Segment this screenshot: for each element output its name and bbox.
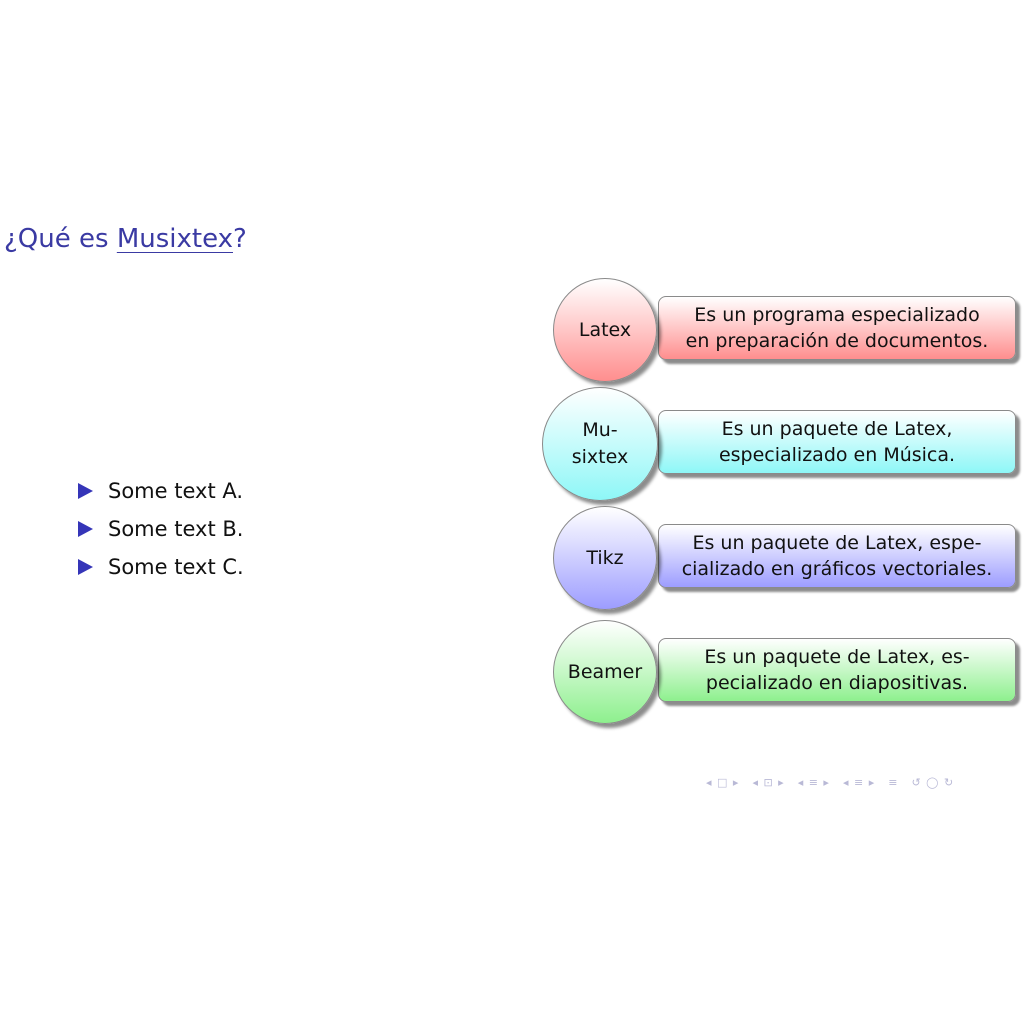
box-line: Es un programa especializado	[694, 304, 980, 326]
circle-label: sixtex	[571, 446, 629, 468]
subsection-nav-icon[interactable]: ◂ ⊡ ▸	[752, 776, 785, 789]
box-line: Es un paquete de Latex,	[721, 418, 953, 440]
box-line: Es un paquete de Latex, espe-	[692, 532, 982, 554]
box-line: en preparación de documentos.	[685, 330, 989, 352]
circle-label: Mu-	[582, 419, 618, 441]
tikz-circle: Tikz	[553, 506, 657, 610]
circle-label: Tikz	[586, 546, 624, 569]
frame-title: ¿Qué es Musixtex?	[4, 224, 247, 254]
subsection-nav-icon[interactable]: ◂ ≡ ▸	[842, 776, 876, 789]
musixtex-circle: Mu- sixtex	[542, 387, 658, 501]
latex-description-box: Es un programa especializado en preparac…	[658, 296, 1016, 360]
diagram-row-tikz: Tikz Es un paquete de Latex, espe- ciali…	[540, 504, 1020, 614]
bullet-triangle-icon	[78, 521, 93, 537]
title-suffix: ?	[233, 224, 247, 254]
box-line: pecializado en diapositivas.	[705, 672, 969, 694]
box-line: Es un paquete de Latex, es-	[704, 646, 970, 668]
beamer-circle: Beamer	[553, 620, 657, 724]
diagram-row-musixtex: Mu- sixtex Es un paquete de Latex, espec…	[540, 386, 1020, 501]
beamer-description-box: Es un paquete de Latex, es- pecializado …	[658, 638, 1016, 702]
bullet-text: Some text B.	[108, 517, 244, 541]
frame-nav-icon[interactable]: ◂ □ ▸	[706, 776, 740, 789]
bullet-list: Some text A. Some text B. Some text C.	[78, 472, 244, 586]
bullet-text: Some text C.	[108, 555, 244, 579]
section-nav-icon[interactable]: ◂ ≡ ▸	[797, 776, 830, 789]
beamer-navigation-bar: ◂ □ ▸ ◂ ⊡ ▸ ◂ ≡ ▸ ◂ ≡ ▸ ≡ ↺ ◯ ↻	[706, 776, 954, 789]
circle-label: Beamer	[567, 660, 643, 683]
bullet-text: Some text A.	[108, 479, 244, 503]
musixtex-link[interactable]: Musixtex	[116, 224, 233, 254]
list-item: Some text C.	[78, 548, 244, 586]
musixtex-description-box: Es un paquete de Latex, especializado en…	[658, 410, 1016, 474]
diagram-row-latex: Latex Es un programa especializado en pr…	[540, 276, 1020, 386]
appendix-icon[interactable]: ≡	[888, 776, 899, 789]
box-line: especializado en Música.	[718, 444, 956, 466]
search-undo-icon[interactable]: ↺ ◯ ↻	[911, 776, 955, 789]
bullet-triangle-icon	[78, 559, 93, 575]
box-line: cializado en gráficos vectoriales.	[681, 558, 993, 580]
list-item: Some text B.	[78, 510, 244, 548]
tikz-description-box: Es un paquete de Latex, espe- cializado …	[658, 524, 1016, 588]
diagram-row-beamer: Beamer Es un paquete de Latex, es- pecia…	[540, 618, 1020, 728]
latex-circle: Latex	[553, 278, 657, 382]
list-item: Some text A.	[78, 472, 244, 510]
bullet-triangle-icon	[78, 483, 93, 499]
title-prefix: ¿Qué es	[4, 224, 117, 254]
circle-label: Latex	[578, 318, 632, 341]
